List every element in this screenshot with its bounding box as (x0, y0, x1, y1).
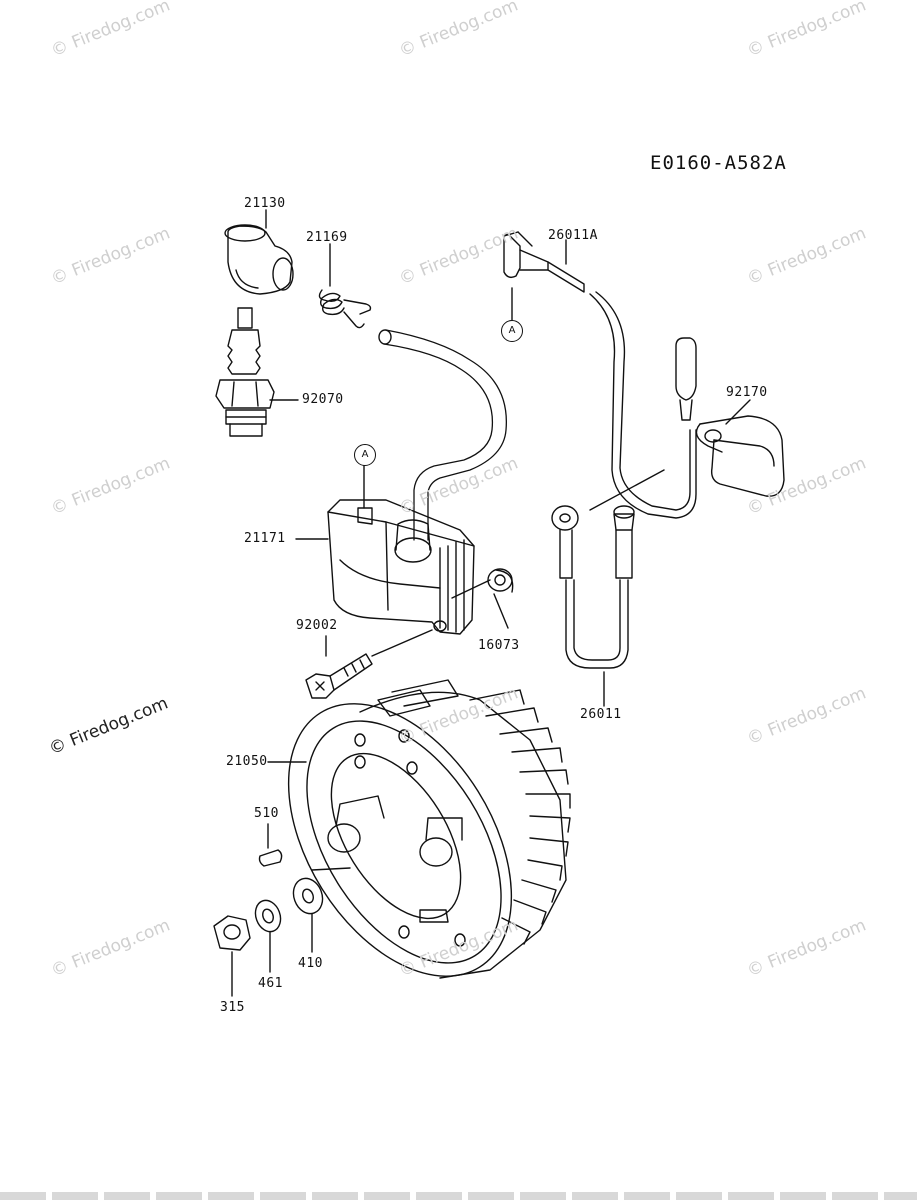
washer (292, 877, 324, 953)
part-label-26011[interactable]: 26011 (580, 707, 622, 722)
part-label-315[interactable]: 315 (220, 1000, 245, 1015)
wire-lead-a (503, 231, 697, 519)
flywheel (267, 679, 571, 979)
part-label-26011a[interactable]: 26011A (548, 228, 598, 243)
part-label-21050[interactable]: 21050 (226, 754, 268, 769)
part-label-410[interactable]: 410 (298, 956, 323, 971)
part-label-92002[interactable]: 92002 (296, 618, 338, 633)
part-label-510[interactable]: 510 (254, 806, 279, 821)
grommet (451, 568, 514, 629)
part-label-461[interactable]: 461 (258, 976, 283, 991)
part-label-21130[interactable]: 21130 (244, 196, 286, 211)
bolt (305, 629, 433, 699)
part-label-92070[interactable]: 92070 (302, 392, 344, 407)
woodruff-key (258, 823, 283, 867)
spring (318, 289, 372, 329)
part-label-21169[interactable]: 21169 (306, 230, 348, 245)
ignition-coil (295, 329, 508, 635)
spark-plug (215, 307, 299, 437)
reference-marker-a: A (501, 320, 523, 342)
part-label-16073[interactable]: 16073 (478, 638, 520, 653)
nut (213, 915, 251, 997)
lock-washer (254, 899, 282, 973)
bottom-border-strip (0, 1192, 917, 1200)
part-label-92170[interactable]: 92170 (726, 385, 768, 400)
reference-marker-a: A (354, 444, 376, 466)
spark-plug-cap (224, 224, 294, 295)
diagram-code: E0160-A582A (650, 152, 787, 174)
lead-wire (551, 337, 697, 707)
part-label-21171[interactable]: 21171 (244, 531, 286, 546)
wire-clamp (695, 399, 785, 497)
